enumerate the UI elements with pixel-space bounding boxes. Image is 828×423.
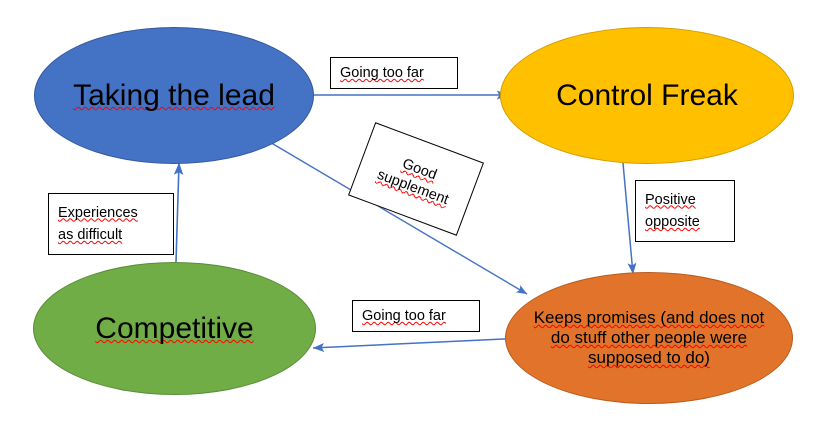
edge-label-good-supplement-text: Good supplement bbox=[374, 156, 451, 209]
edge-label-positive-opposite-text: Positive opposite bbox=[645, 191, 700, 230]
node-control-freak-label: Control Freak bbox=[556, 78, 738, 112]
edge-control-freak-to-keeps-promises bbox=[622, 162, 637, 275]
node-keeps-promises[interactable]: Keeps promises (and does not do stuff ot… bbox=[505, 272, 793, 404]
edge-label-positive-opposite[interactable]: Positive opposite bbox=[635, 180, 735, 242]
edge-label-experiences-as-difficult[interactable]: Experiences as difficult bbox=[48, 193, 174, 255]
node-control-freak[interactable]: Control Freak bbox=[500, 27, 794, 164]
edge-label-going-too-far-bottom-text: Going too far bbox=[362, 307, 446, 324]
edge-keeps-promises-to-competitive bbox=[312, 337, 525, 352]
edge-label-going-too-far-top[interactable]: Going too far bbox=[330, 57, 458, 89]
edge-lead-to-keeps-promises bbox=[267, 140, 528, 295]
node-competitive[interactable]: Competitive bbox=[33, 262, 316, 395]
node-keeps-promises-label: Keeps promises (and does not do stuff ot… bbox=[533, 307, 765, 368]
node-competitive-label: Competitive bbox=[95, 311, 254, 345]
edge-label-going-too-far-bottom[interactable]: Going too far bbox=[352, 300, 480, 332]
node-taking-the-lead[interactable]: Taking the lead bbox=[34, 27, 314, 164]
edge-label-experiences-as-difficult-text: Experiences as difficult bbox=[58, 204, 138, 243]
edge-label-going-too-far-top-text: Going too far bbox=[340, 64, 424, 81]
node-taking-the-lead-label: Taking the lead bbox=[73, 78, 275, 112]
edge-competitive-to-lead bbox=[173, 162, 184, 263]
